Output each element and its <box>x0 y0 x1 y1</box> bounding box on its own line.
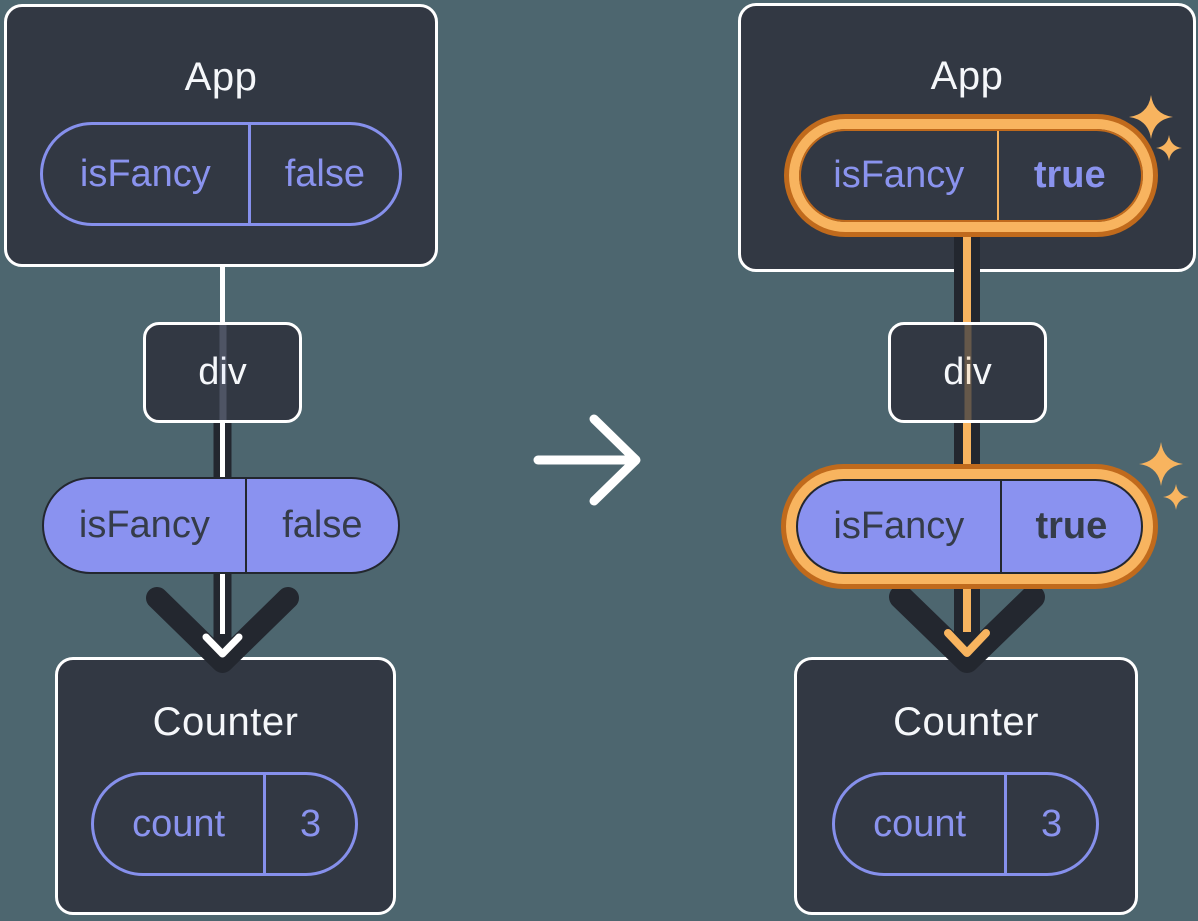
state-name: count <box>132 802 226 845</box>
prop-pill-isfancy-before: isFancy false <box>42 477 400 574</box>
state-name: count <box>873 802 967 845</box>
prop-name: isFancy <box>78 504 210 546</box>
prop-pill-isfancy-after-highlighted: isFancy true <box>796 479 1143 574</box>
sparkle-icon <box>1163 484 1189 510</box>
state-name: isFancy <box>79 152 211 195</box>
div-label: div <box>198 351 247 393</box>
state-value: false <box>247 125 399 223</box>
state-value: 3 <box>263 775 355 873</box>
app-title: App <box>930 54 1004 98</box>
arrow-right-icon <box>533 414 641 506</box>
prop-value: true <box>999 481 1141 572</box>
counter-title: Counter <box>152 700 299 744</box>
div-node-before: div <box>143 322 302 423</box>
arrow-down-icon <box>889 585 1045 673</box>
prop-name: isFancy <box>833 505 965 547</box>
state-pill-count: count 3 <box>91 772 358 876</box>
div-node-after: div <box>888 322 1047 423</box>
div-label: div <box>943 351 992 393</box>
counter-box-before: Counter count 3 <box>55 657 396 915</box>
arrow-down-icon <box>146 587 299 673</box>
app-box-before: App isFancy false <box>4 4 438 267</box>
sparkle-icon <box>1139 442 1183 486</box>
state-value: true <box>996 131 1142 220</box>
state-value: 3 <box>1004 775 1096 873</box>
prop-value: false <box>244 479 398 572</box>
state-pill-isfancy-highlighted: isFancy true <box>799 129 1143 222</box>
counter-box-after: Counter count 3 <box>794 657 1138 915</box>
app-title: App <box>184 55 258 99</box>
counter-title: Counter <box>893 700 1039 744</box>
state-pill-isfancy: isFancy false <box>40 122 402 226</box>
state-pill-count: count 3 <box>832 772 1099 876</box>
app-box-after: App isFancy true <box>738 3 1196 272</box>
state-name: isFancy <box>833 154 965 196</box>
